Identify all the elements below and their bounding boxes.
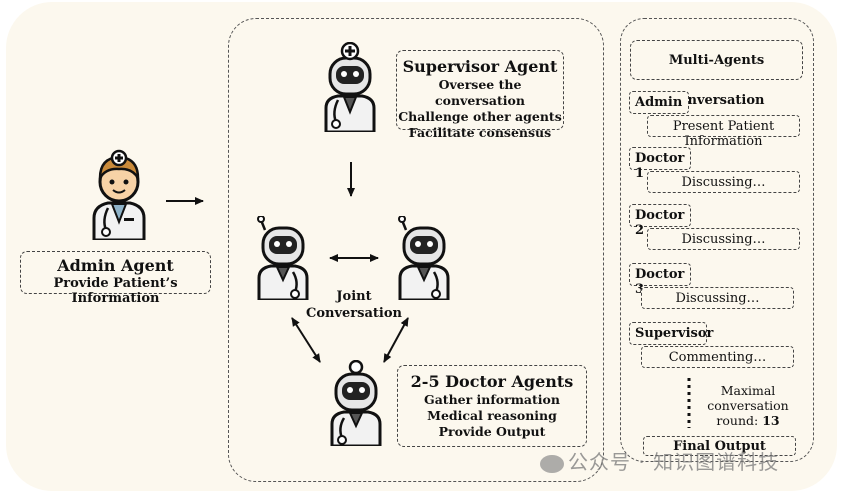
joint-conversation-label: Joint Conversation [304, 288, 404, 322]
watermark-text: 公众号 · 知识图谱科技 [568, 450, 780, 474]
message-doctor-3: Discussing… [641, 287, 794, 309]
conversation-title-box: Multi-Agents Conversation [630, 40, 803, 108]
role-doctor-1: Doctor 1 [629, 147, 691, 181]
maximal-round-label: round: [716, 413, 759, 428]
maximal-rounds-note: Maximal conversation round: 13 [702, 383, 794, 428]
joint-label-line-1: Joint [336, 289, 372, 304]
doctor-robot-left-icon [257, 216, 309, 300]
admin-agent-icon [92, 149, 146, 240]
message-doctor-1: Discussing… [647, 171, 800, 193]
maximal-line-3: round: 13 [702, 413, 794, 428]
supervisor-agent-title: Supervisor Agent [402, 57, 558, 76]
doctor-agents-title: 2-5 Doctor Agents [410, 372, 574, 391]
doctor-right-diagonal-arrow [383, 317, 409, 363]
supervisor-line-1: Oversee the conversation [435, 77, 525, 108]
final-output-box: Final Output [643, 436, 796, 456]
supervisor-agent-box: Supervisor Agent Oversee the conversatio… [396, 50, 564, 140]
message-admin: Present Patient Information [647, 115, 800, 149]
doctor-line-3: Provide Output [438, 424, 546, 439]
conversation-panel [620, 18, 814, 462]
role-doctor-2: Doctor 2 [629, 204, 691, 238]
maximal-line-1: Maximal [720, 383, 776, 398]
maximal-line-2: conversation [707, 398, 789, 413]
admin-agent-title: Admin Agent [57, 256, 174, 275]
doctor-robot-right-icon [398, 216, 450, 300]
agents-panel [228, 18, 604, 482]
admin-agent-subtitle: Provide Patient’s Information [53, 276, 178, 306]
supervisor-line-3: Facilitate consensus [408, 125, 552, 140]
watermark: 公众号 · 知识图谱科技 [540, 446, 779, 475]
doctor-line-1: Gather information [424, 392, 560, 407]
maximal-round-value: 13 [762, 413, 780, 428]
role-doctor-3: Doctor 3 [629, 263, 691, 297]
role-admin: Admin [629, 91, 689, 114]
wechat-icon [540, 454, 564, 473]
message-supervisor: Commenting… [641, 346, 794, 368]
message-doctor-2: Discussing… [647, 228, 800, 250]
doctor-agents-box: 2-5 Doctor Agents Gather information Med… [397, 365, 587, 447]
supervisor-robot-icon [324, 42, 376, 132]
conversation-title: Multi-Agents Conversation [668, 53, 765, 108]
role-supervisor: Supervisor [629, 322, 713, 345]
admin-agent-box: Admin Agent Provide Patient’s Informatio… [20, 251, 211, 306]
joint-label-line-2: Conversation [306, 306, 402, 321]
doctor-robot-bottom-icon [330, 360, 382, 446]
supervisor-line-2: Challenge other agents [398, 109, 562, 124]
doctor-left-diagonal-arrow [291, 317, 321, 363]
doctor-line-2: Medical reasoning [427, 408, 557, 423]
